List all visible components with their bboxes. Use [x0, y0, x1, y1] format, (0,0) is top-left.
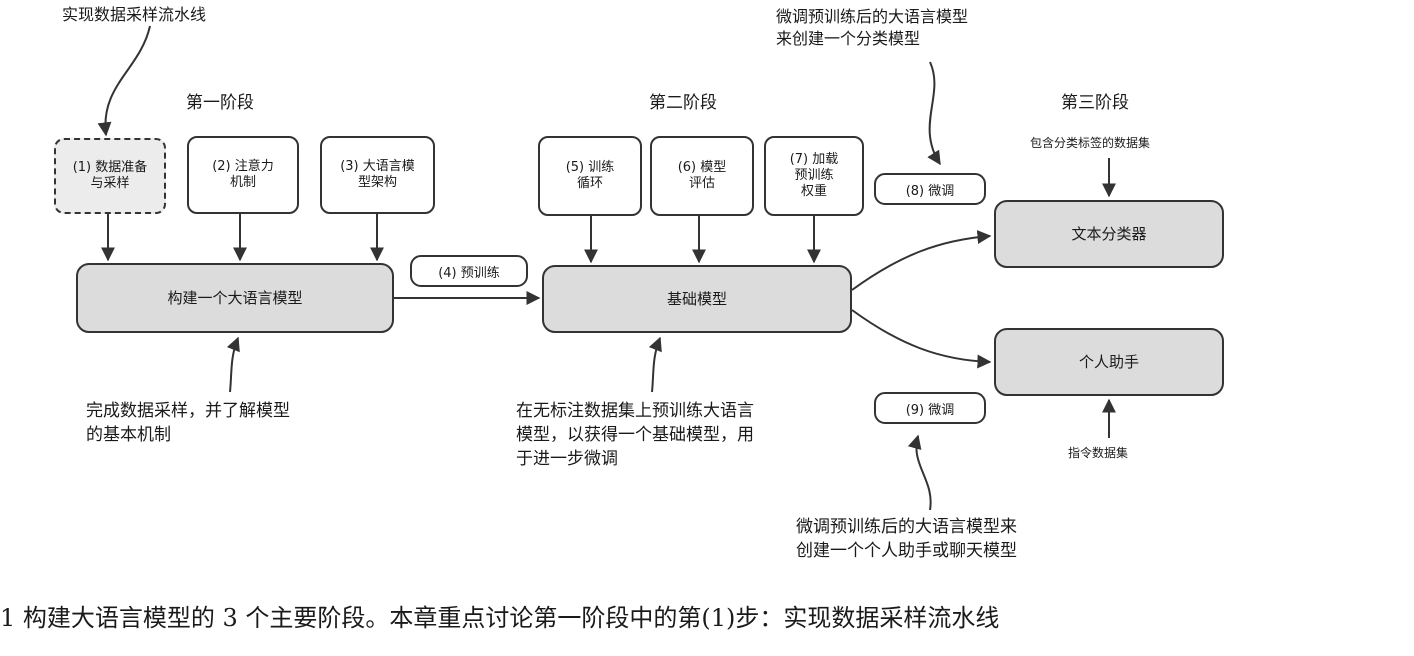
pointer-stage3-note [907, 434, 932, 511]
text-classifier-box: 文本分类器 [994, 200, 1224, 268]
stage-2-header: 第二阶段 [649, 93, 717, 113]
pointer-stage2-note [648, 336, 662, 393]
callout-arrow-step8 [927, 61, 941, 166]
step-5-training-loop: (5) 训练 循环 [538, 136, 642, 216]
callout-arrow-step1 [97, 25, 151, 137]
step-2-attention-mechanism: (2) 注意力 机制 [187, 136, 299, 214]
build-llm-box: 构建一个大语言模型 [76, 263, 394, 333]
step-4-pretraining: (4) 预训练 [410, 255, 528, 287]
stage-3-header: 第三阶段 [1061, 93, 1129, 113]
labeled-dataset-label: 包含分类标签的数据集 [1030, 136, 1151, 150]
step-1-data-preparation: (1) 数据准备 与采样 [54, 138, 166, 214]
stage-1-note: 完成数据采样，并了解模型 的基本机制 [86, 401, 290, 445]
figure-caption: 1 构建大语言模型的 3 个主要阶段。本章重点讨论第一阶段中的第(1)步：实现数… [0, 604, 1000, 632]
arrow-foundation-classifier [851, 230, 992, 291]
foundation-model-box: 基础模型 [542, 265, 852, 333]
instruction-dataset-label: 指令数据集 [1068, 446, 1129, 460]
step-7-load-pretrained-weights: (7) 加载 预训练 权重 [764, 136, 864, 216]
callout-top-left: 实现数据采样流水线 [62, 5, 207, 24]
stage-2-note: 在无标注数据集上预训练大语言 模型，以获得一个基础模型，用 于进一步微调 [516, 401, 754, 469]
step-8-finetune: (8) 微调 [874, 173, 986, 205]
callout-top-right: 微调预训练后的大语言模型 来创建一个分类模型 [776, 7, 969, 49]
pointer-stage1-note [226, 336, 240, 393]
personal-assistant-box: 个人助手 [994, 328, 1224, 396]
step-9-finetune: (9) 微调 [874, 392, 986, 424]
step-6-model-evaluation: (6) 模型 评估 [650, 136, 754, 216]
stage-1-header: 第一阶段 [186, 93, 254, 113]
arrow-foundation-assistant [851, 309, 992, 369]
step-3-llm-architecture: (3) 大语言模 型架构 [320, 136, 435, 214]
stage-3-note: 微调预训练后的大语言模型来 创建一个个人助手或聊天模型 [796, 517, 1017, 561]
